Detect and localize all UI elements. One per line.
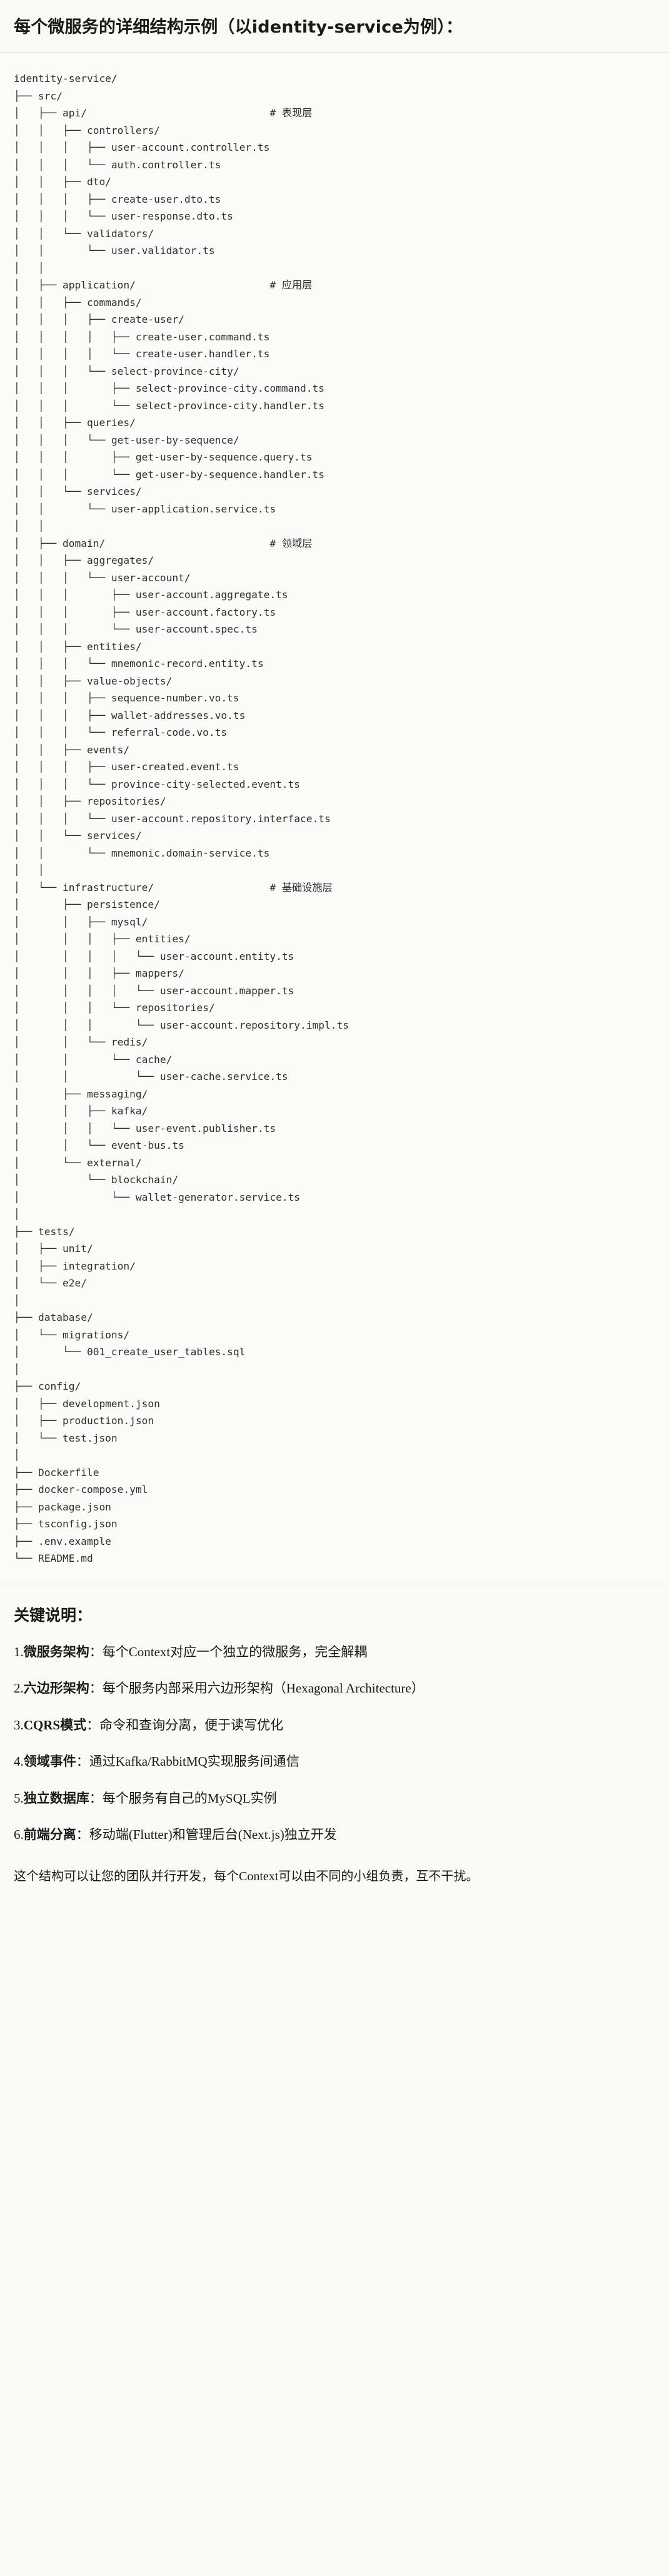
note-description: 移动端(Flutter)和管理后台(Next.js)独立开发 [89,1827,337,1843]
key-notes-heading: 关键说明： [14,1606,93,1624]
note-term: 前端分离 [23,1827,76,1843]
note-item: 1.微服务架构：每个Context对应一个独立的微服务，完全解耦 [14,1642,655,1662]
page-title: 每个微服务的详细结构示例（以identity-service为例）： [14,18,463,37]
note-separator: ： [89,1790,103,1806]
note-separator: ： [76,1827,89,1843]
note-term: 独立数据库 [23,1790,89,1806]
key-notes-section: 关键说明： 1.微服务架构：每个Context对应一个独立的微服务，完全解耦 2… [0,1584,669,1907]
note-number: 6. [14,1827,24,1843]
note-number: 2. [14,1681,24,1696]
note-separator: ： [86,1717,100,1733]
note-description: 通过Kafka/RabbitMQ实现服务间通信 [89,1754,299,1769]
note-description: 命令和查询分离，便于读写优化 [99,1717,284,1733]
document-page: 每个微服务的详细结构示例（以identity-service为例）： ident… [0,0,669,1907]
note-description: 每个Context对应一个独立的微服务，完全解耦 [102,1644,368,1659]
note-number: 1. [14,1644,24,1659]
note-number: 3. [14,1717,24,1733]
closing-paragraph: 这个结构可以让您的团队并行开发，每个Context可以由不同的小组负责，互不干扰… [14,1869,479,1883]
note-item: 4.领域事件：通过Kafka/RabbitMQ实现服务间通信 [14,1751,655,1772]
note-number: 5. [14,1790,24,1806]
note-term: 六边形架构 [23,1681,89,1696]
directory-tree-block: identity-service/ ├── src/ │ ├── api/ # … [0,53,669,1584]
note-item: 3.CQRS模式：命令和查询分离，便于读写优化 [14,1715,655,1736]
note-item: 2.六边形架构：每个服务内部采用六边形架构（Hexagonal Architec… [14,1678,655,1699]
note-item: 6.前端分离：移动端(Flutter)和管理后台(Next.js)独立开发 [14,1825,655,1845]
note-separator: ： [76,1754,89,1769]
note-item: 5.独立数据库：每个服务有自己的MySQL实例 [14,1788,655,1809]
note-separator: ： [89,1681,103,1696]
note-term: 微服务架构 [23,1644,89,1659]
note-term: CQRS模式 [23,1717,87,1733]
note-separator: ： [89,1644,103,1659]
note-description: 每个服务有自己的MySQL实例 [102,1790,277,1806]
note-description: 每个服务内部采用六边形架构（Hexagonal Architecture） [102,1681,425,1696]
note-number: 4. [14,1754,24,1769]
note-term: 领域事件 [23,1754,76,1769]
directory-tree-text: identity-service/ ├── src/ │ ├── api/ # … [14,73,350,1565]
page-header: 每个微服务的详细结构示例（以identity-service为例）： [0,0,669,53]
